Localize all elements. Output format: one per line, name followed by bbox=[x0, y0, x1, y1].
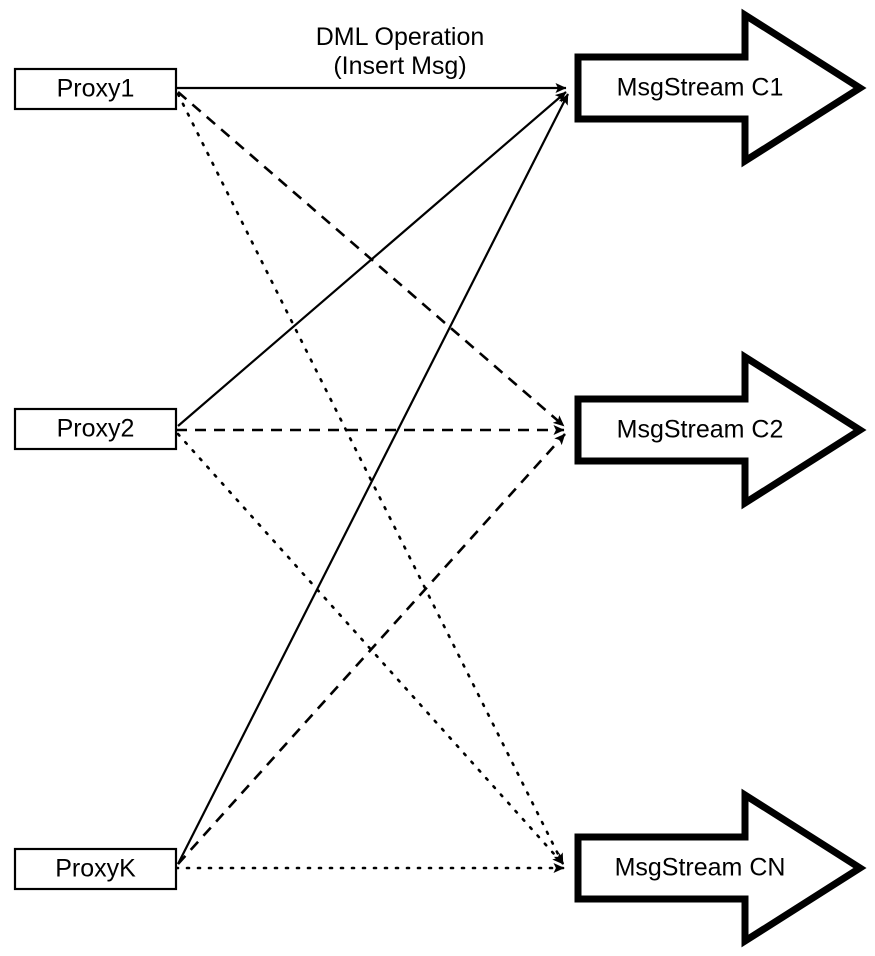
edge-group bbox=[174, 83, 569, 873]
edge-proxyK-to-c1 bbox=[177, 93, 569, 865]
msgstream-label-cn: MsgStream CN bbox=[615, 854, 786, 882]
msgstream-label-c1: MsgStream C1 bbox=[617, 74, 784, 102]
proxy-label-proxyK: ProxyK bbox=[55, 855, 136, 883]
edge-label-line2: (Insert Msg) bbox=[333, 52, 466, 80]
msgstream-arrow-shape-cn[interactable] bbox=[574, 788, 867, 948]
proxy-label-proxy2: Proxy2 bbox=[57, 415, 135, 443]
edge-label-line1: DML Operation bbox=[316, 23, 485, 51]
edge-proxyK-to-c2 bbox=[177, 433, 566, 865]
msgstream-label-c2: MsgStream C2 bbox=[617, 416, 784, 444]
proxy-box-proxy2[interactable] bbox=[13, 407, 178, 451]
msgstream-node-c2[interactable]: MsgStream C2 bbox=[574, 350, 867, 510]
msgstream-arrow-shape-c1[interactable] bbox=[574, 8, 867, 168]
msgstream-node-cn[interactable]: MsgStream CN bbox=[574, 788, 867, 948]
edge-label-dml-operation: DML Operation (Insert Msg) bbox=[316, 23, 485, 80]
proxy-box-proxyK[interactable] bbox=[13, 847, 178, 891]
proxy-node-proxy1[interactable]: Proxy1 bbox=[13, 67, 178, 111]
proxy-node-proxyK[interactable]: ProxyK bbox=[13, 847, 178, 891]
proxy-label-proxy1: Proxy1 bbox=[57, 75, 135, 103]
edge-proxy1-to-cn bbox=[176, 92, 565, 866]
proxy-box-proxy1[interactable] bbox=[13, 67, 178, 111]
msgstream-node-c1[interactable]: MsgStream C1 bbox=[574, 8, 867, 168]
msgstream-arrow-shape-c2[interactable] bbox=[574, 350, 867, 510]
edge-proxy2-to-c1 bbox=[177, 91, 567, 427]
proxy-node-proxy2[interactable]: Proxy2 bbox=[13, 407, 178, 451]
